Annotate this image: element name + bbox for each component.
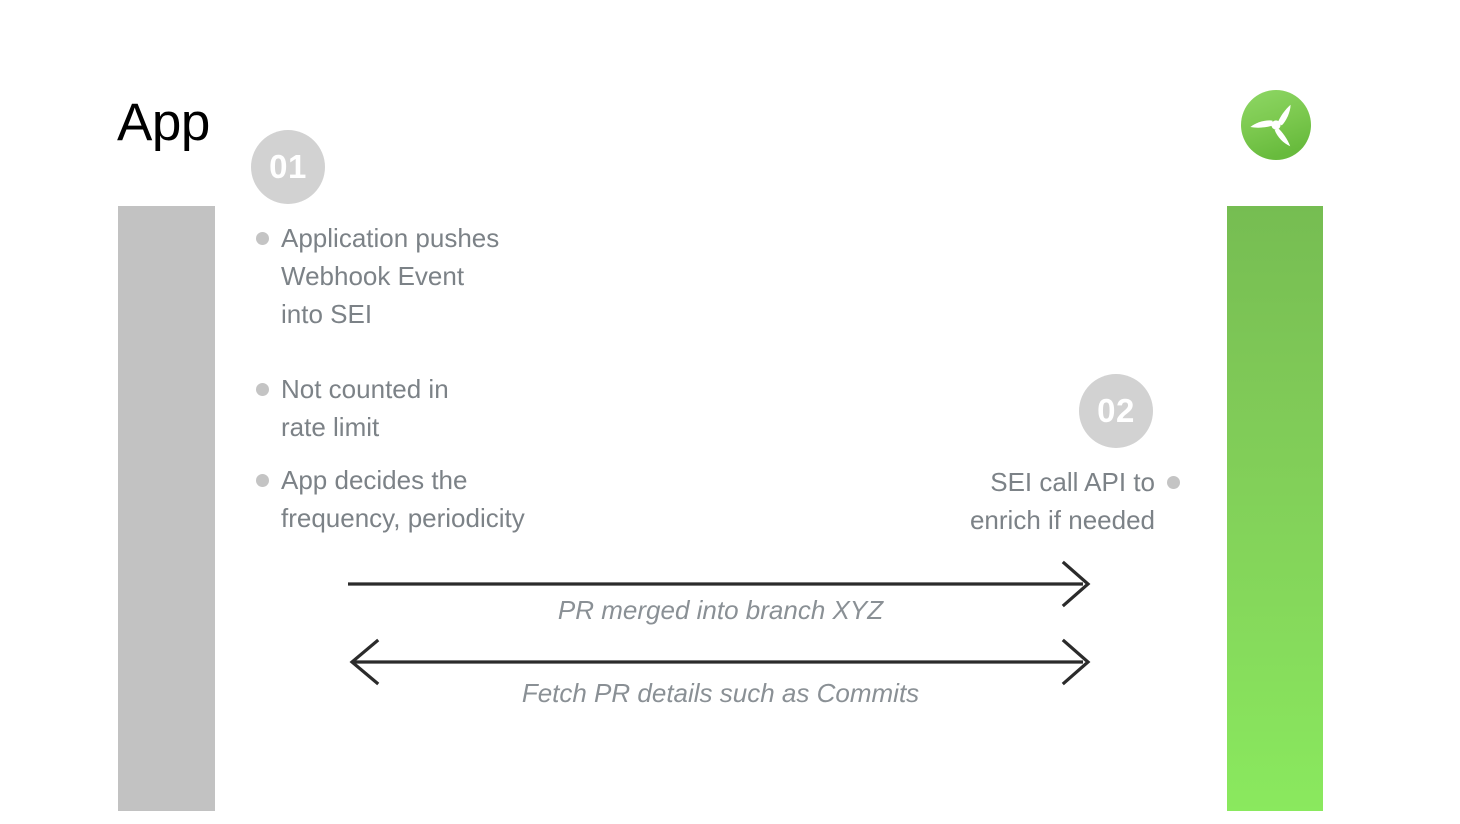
bullet-text: Not counted in rate limit bbox=[281, 374, 449, 442]
pr-merged-arrow bbox=[348, 560, 1093, 608]
fetch-pr-details-arrow bbox=[348, 638, 1093, 686]
bullet-dot-icon bbox=[256, 383, 269, 396]
left-lifeline-bar bbox=[118, 206, 215, 811]
bullet-text: App decides the frequency, periodicity bbox=[281, 465, 525, 533]
bullet-dot-icon bbox=[256, 232, 269, 245]
bullet-item: Application pushes Webhook Event into SE… bbox=[256, 219, 499, 333]
bullet-item: App decides the frequency, periodicity bbox=[256, 461, 525, 537]
fetch-pr-details-arrow-label: Fetch PR details such as Commits bbox=[521, 678, 920, 708]
pr-merged-arrow-label: PR merged into branch XYZ bbox=[557, 595, 884, 625]
bullet-dot-icon bbox=[1167, 476, 1180, 489]
bullet-item: Not counted in rate limit bbox=[256, 370, 449, 446]
bullet-dot-icon bbox=[256, 474, 269, 487]
bullet-text: SEI call API to enrich if needed bbox=[969, 467, 1155, 535]
harness-sei-propeller-logo-icon bbox=[1240, 89, 1312, 161]
step-badge-02: 02 bbox=[1079, 374, 1153, 448]
page-title: App bbox=[117, 93, 210, 152]
right-lifeline-bar bbox=[1227, 206, 1323, 811]
step-badge-01: 01 bbox=[251, 130, 325, 204]
bullet-text: Application pushes Webhook Event into SE… bbox=[281, 223, 500, 329]
bullet-item: SEI call API to enrich if needed bbox=[938, 463, 1180, 539]
